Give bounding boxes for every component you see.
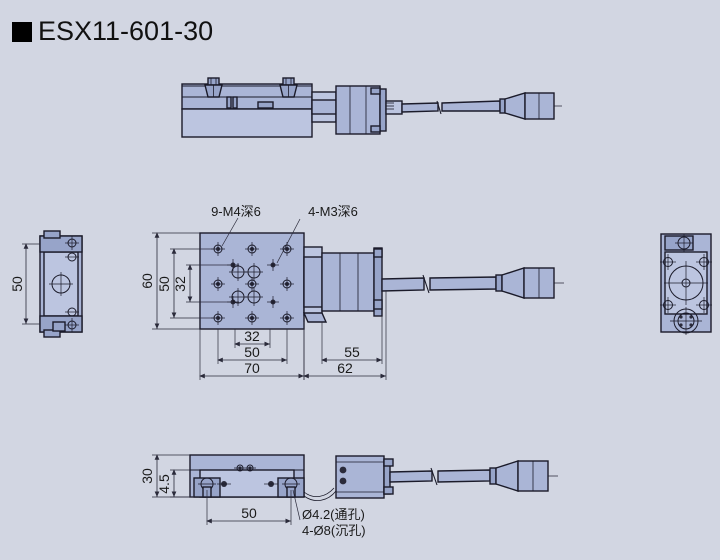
dim-bottom-height-inner: 4.5: [156, 474, 172, 494]
callout-m4: 9-M4深6: [211, 204, 261, 219]
right-side-view: [660, 233, 712, 335]
bottom-view: 30 4.5 50 Ø4.2(通孔) 4-Ø8(沉孔): [139, 454, 558, 538]
dim-motor-width-outer: 62: [337, 360, 353, 376]
dim-motor-width-inner: 55: [344, 344, 360, 360]
square-bullet-icon: [12, 21, 32, 42]
dim-front-width-outer: 70: [244, 360, 260, 376]
top-view-knob-right: [279, 77, 298, 98]
page-title-text: ESX11-601-30: [38, 16, 214, 46]
dim-left-view-height: 50: [9, 276, 25, 292]
top-view-cable: [385, 92, 562, 120]
dim-front-width-mid: 50: [244, 344, 260, 360]
dim-front-height-inner: 32: [172, 276, 188, 292]
callout-m3: 4-M3深6: [308, 204, 358, 219]
front-view: 9-M4深6 4-M3深6: [139, 204, 564, 380]
dim-front-width-inner: 32: [244, 328, 260, 344]
m4-hole-grid: [211, 242, 294, 325]
top-view-knob-left: [204, 77, 223, 98]
left-side-view: 50: [9, 230, 83, 338]
dim-bottom-width: 50: [241, 505, 257, 521]
dim-front-height-outer: 60: [139, 273, 155, 289]
top-view: [181, 77, 562, 138]
dim-front-height-mid: 50: [156, 276, 172, 292]
center-hole-group: [229, 263, 263, 306]
front-view-cable: [381, 267, 564, 299]
dim-bottom-height-outer: 30: [139, 468, 155, 484]
bottom-view-cable: [389, 460, 558, 492]
callout-through-hole: Ø4.2(通孔): [302, 507, 365, 522]
callout-counterbore: 4-Ø8(沉孔): [302, 523, 366, 538]
page-title: ESX11-601-30: [12, 18, 213, 45]
bottom-left-boss: [193, 477, 231, 498]
